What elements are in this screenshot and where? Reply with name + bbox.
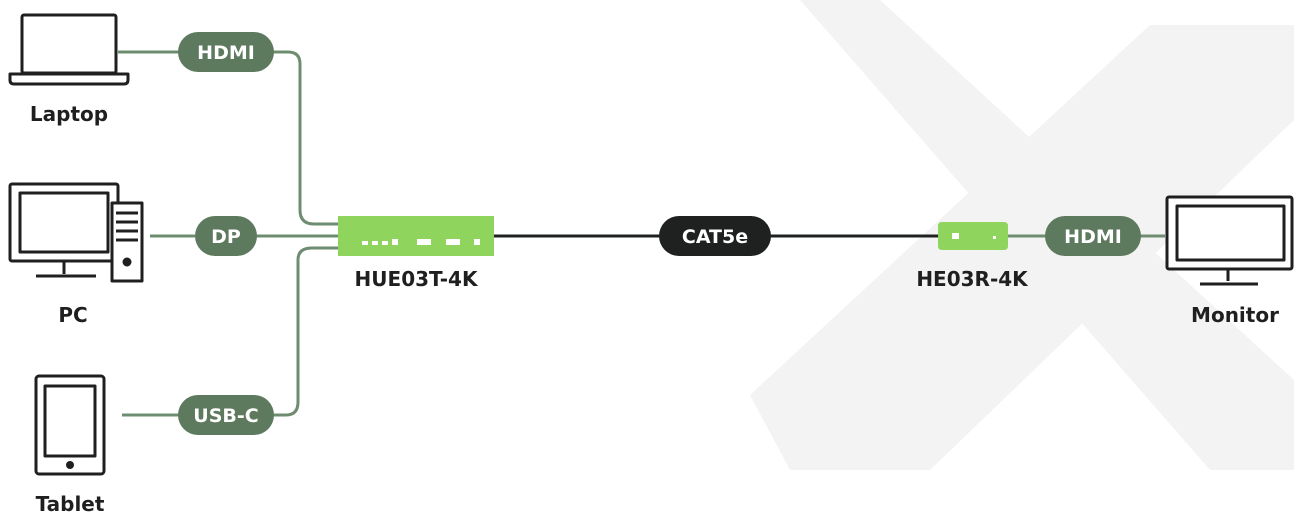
tablet-icon [34, 374, 106, 476]
cat5e-label: CAT5e [682, 226, 748, 248]
tablet-usbc-pill: USB-C [178, 395, 274, 435]
monitor-label: Monitor [1191, 303, 1279, 327]
transmitter-ports [362, 239, 480, 245]
pc-dp-label: DP [211, 226, 241, 248]
receiver-label: HE03R-4K [916, 267, 1029, 291]
pc-icon [8, 182, 144, 283]
monitor-hdmi-pill: HDMI [1045, 216, 1141, 256]
tablet-usbc-label: USB-C [193, 405, 258, 427]
laptop-hdmi-pill: HDMI [178, 32, 274, 72]
laptop-hdmi-label: HDMI [197, 42, 255, 64]
tablet-to-transmitter-line [272, 246, 340, 417]
laptop-icon [8, 13, 130, 86]
pc-dp-pill: DP [195, 216, 257, 256]
cat5e-pill: CAT5e [659, 216, 771, 256]
transmitter-label: HUE03T-4K [355, 267, 479, 291]
monitor-hdmi-label: HDMI [1064, 226, 1122, 248]
monitor-icon [1165, 195, 1294, 286]
laptop-to-transmitter-line [272, 50, 340, 226]
laptop-label: Laptop [30, 102, 108, 126]
receiver-device [938, 222, 1008, 250]
tablet-label: Tablet [36, 492, 105, 515]
transmitter-device [338, 216, 494, 256]
pc-label: PC [58, 303, 87, 327]
